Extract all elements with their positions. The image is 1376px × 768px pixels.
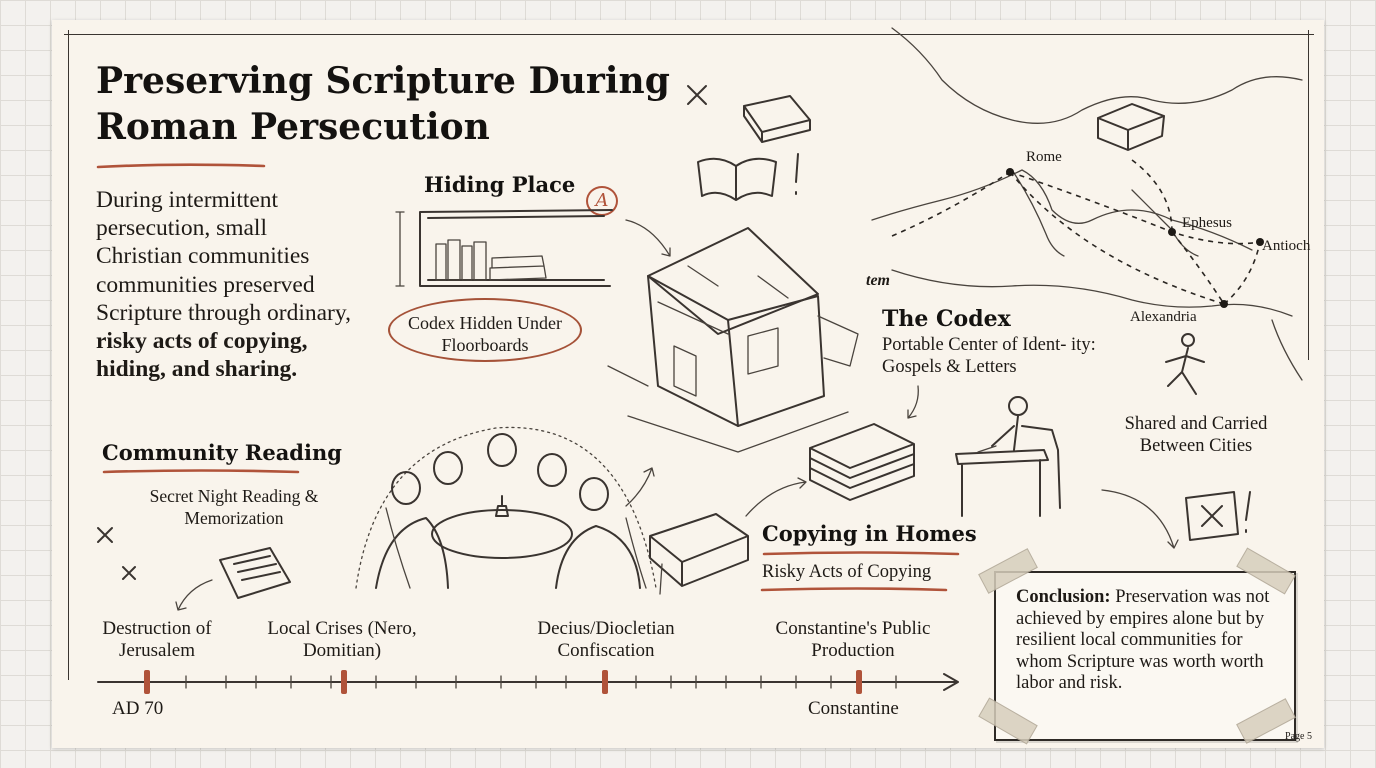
arrow-to-house bbox=[625, 219, 671, 257]
intro-paragraph: During intermittent persecution, small C… bbox=[96, 186, 358, 383]
conclusion-box: Conclusion: Preservation was not achieve… bbox=[994, 571, 1296, 741]
intro-emphasis: risky acts of copying, hiding, and shari… bbox=[96, 328, 308, 383]
arrow-community-to-house bbox=[625, 467, 655, 507]
city-label-ephesus: Ephesus bbox=[1182, 215, 1232, 231]
city-label-alexandria: Alexandria bbox=[1130, 309, 1197, 325]
copying-heading: Copying in Homes bbox=[762, 521, 977, 546]
mediterranean-map bbox=[871, 27, 1303, 381]
page-title: Preserving Scripture During Roman Persec… bbox=[96, 60, 670, 148]
frame-top-line bbox=[64, 34, 1314, 35]
title-underline bbox=[96, 163, 266, 169]
copying-caption-underline bbox=[760, 587, 948, 592]
small-cross-mark-icon-2 bbox=[122, 566, 136, 580]
closed-book-illustration bbox=[649, 513, 749, 595]
community-reading-illustration bbox=[355, 426, 657, 589]
timeline-axis bbox=[97, 670, 959, 694]
codex-heading: The Codex bbox=[882, 306, 1011, 332]
treasure-map-illustration bbox=[1185, 491, 1251, 541]
scribe-illustration bbox=[955, 396, 1061, 517]
map-caption: Shared and Carried Between Cities bbox=[1124, 414, 1268, 456]
hiding-place-caption: Codex Hidden Under Floorboards bbox=[388, 298, 582, 362]
intro-text: During intermittent persecution, small C… bbox=[96, 187, 351, 326]
arrow-to-conclusion bbox=[1101, 489, 1179, 549]
small-cross-mark-icon bbox=[97, 527, 113, 543]
arrow-scroll-to-timeline bbox=[175, 579, 213, 611]
city-label-antioch: Antioch bbox=[1262, 238, 1311, 254]
top-book-sketch bbox=[743, 95, 811, 143]
timeline-event-1: Destruction of Jerusalem bbox=[102, 618, 212, 661]
codex-stack-illustration bbox=[809, 423, 915, 501]
copying-caption: Risky Acts of Copying bbox=[762, 562, 932, 582]
bookshelf-illustration bbox=[395, 209, 613, 287]
timeline-start-label: AD 70 bbox=[112, 698, 164, 719]
hiding-place-marker-letter: A bbox=[595, 190, 609, 211]
codex-caption: Portable Center of Ident- ity: Gospels &… bbox=[882, 335, 1096, 377]
conclusion-text: Preservation was not achieved by empires… bbox=[1016, 587, 1270, 694]
slide-card: Preserving Scripture During Roman Persec… bbox=[52, 20, 1324, 748]
timeline-event-4: Constantine's Public Production bbox=[775, 618, 931, 661]
bundle-illustration bbox=[1097, 103, 1165, 151]
community-reading-underline bbox=[102, 469, 300, 474]
runner-illustration bbox=[1165, 333, 1205, 395]
frame-right-line bbox=[1308, 30, 1309, 360]
timeline-end-label: Constantine bbox=[808, 698, 899, 719]
city-label-rome: Rome bbox=[1026, 149, 1062, 165]
timeline-event-3: Decius/Diocletian Confiscation bbox=[537, 618, 675, 661]
stray-label: tem bbox=[866, 272, 890, 289]
community-reading-heading: Community Reading bbox=[102, 440, 342, 465]
community-reading-caption: Secret Night Reading & Memorization bbox=[149, 486, 319, 528]
timeline-event-2: Local Crises (Nero, Domitian) bbox=[267, 618, 417, 661]
page-number: Page 5 bbox=[1285, 731, 1312, 742]
house-cutaway-illustration bbox=[607, 227, 859, 453]
open-book-sketch bbox=[697, 157, 777, 201]
hiding-place-heading: Hiding Place bbox=[424, 172, 576, 197]
arrow-copying-to-codex bbox=[745, 477, 807, 517]
scroll-page-illustration bbox=[219, 547, 291, 599]
copying-heading-underline bbox=[762, 551, 960, 556]
frame-left-line bbox=[68, 30, 69, 680]
cross-mark-icon bbox=[687, 85, 707, 105]
conclusion-label: Conclusion: bbox=[1016, 587, 1111, 607]
arrow-codex-down bbox=[907, 385, 919, 419]
exclamation-mark-icon bbox=[795, 153, 799, 195]
hiding-place-marker: A bbox=[586, 186, 618, 216]
